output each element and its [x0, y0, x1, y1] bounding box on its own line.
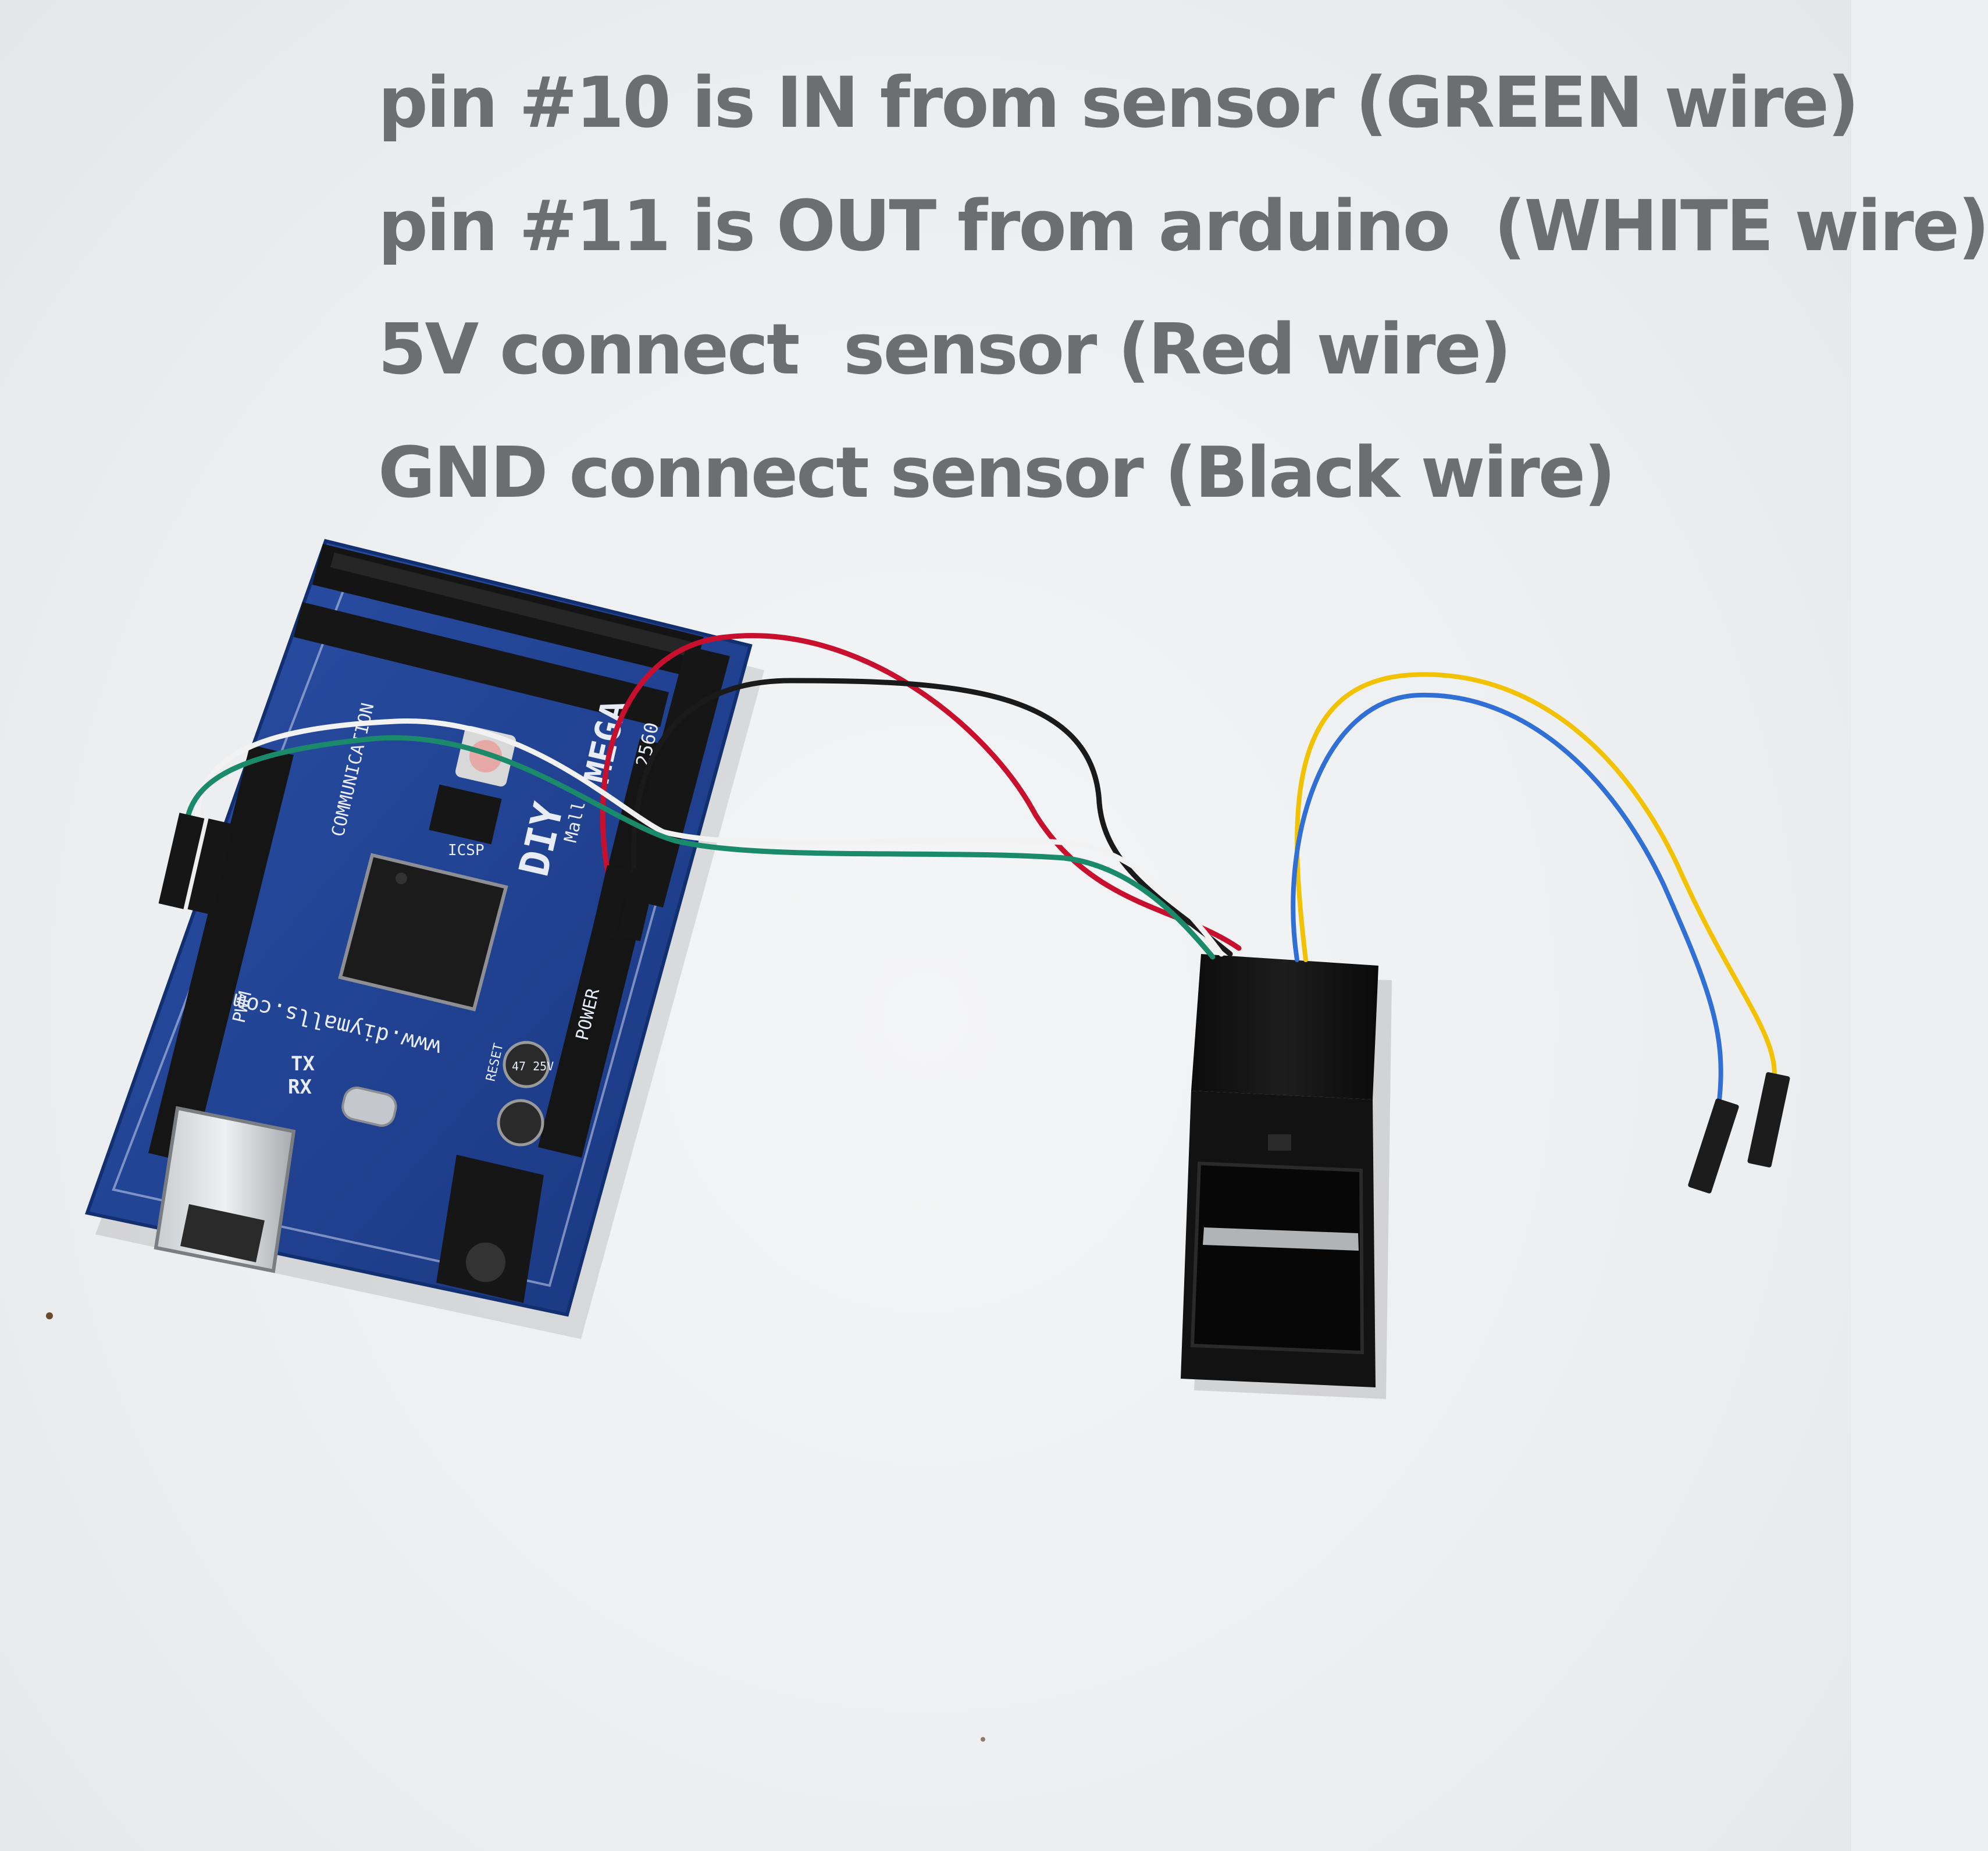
wire-bundle-board-to-sensor	[183, 633, 1242, 960]
board-label-rx: RX	[288, 1076, 312, 1099]
blue-wire	[1291, 692, 1723, 1108]
table-speck	[46, 1312, 53, 1319]
female-dupont-ends	[1688, 1072, 1790, 1194]
green-wire	[183, 735, 1216, 960]
yellow-wire	[1295, 672, 1777, 1084]
fingerprint-sensor	[1181, 954, 1392, 1399]
table-speck	[981, 1737, 985, 1742]
right-dupont-connectors	[592, 865, 656, 941]
arduino-mega-board: DIY Mall MEGA 2560 www.diymalls.com COMM…	[85, 539, 764, 1339]
caption-white-wire: pin #11 is OUT from arduino (WHITE wire)	[378, 186, 1988, 267]
board-label-icsp: ICSP	[448, 842, 484, 859]
caption-red-wire: 5V connect sensor (Red wire)	[378, 309, 1512, 390]
left-dupont-connectors	[158, 813, 234, 915]
sensor-aux-wires	[1291, 672, 1777, 1108]
black-wire	[630, 678, 1233, 957]
top-header-pins	[330, 553, 695, 657]
board-label-tx: TX	[291, 1052, 315, 1076]
white-wire	[195, 718, 1224, 957]
caption-green-wire: pin #10 is IN from sensor (GREEN wire)	[378, 63, 1859, 144]
photo-illustration: DIY Mall MEGA 2560 www.diymalls.com COMM…	[46, 539, 1790, 1742]
red-wire	[600, 633, 1242, 951]
board-label-cap: 47 25V	[512, 1059, 554, 1073]
caption-black-wire: GND connect sensor (Black wire)	[378, 433, 1616, 514]
